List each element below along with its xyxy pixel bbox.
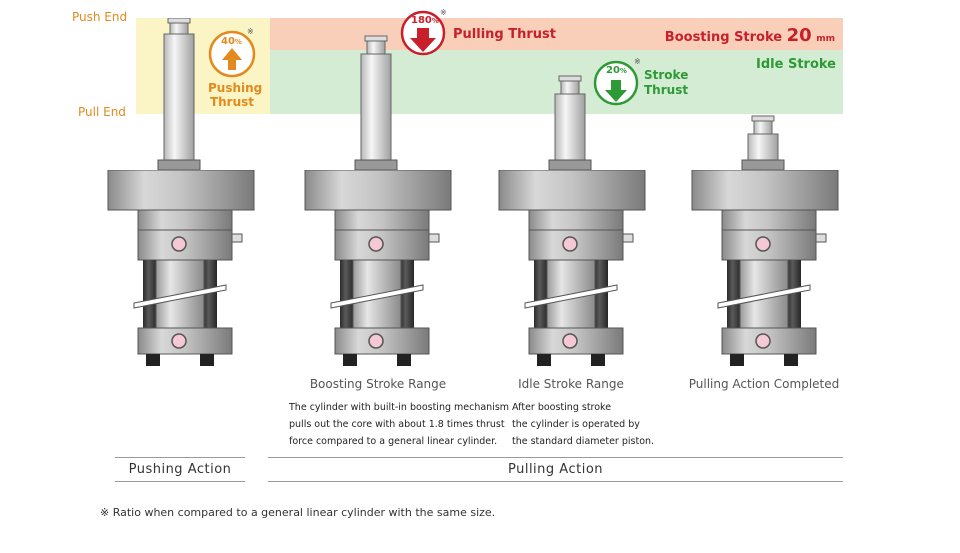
caption-boosting-stroke-range: Boosting Stroke Range xyxy=(309,377,447,391)
footnote: ※ Ratio when compared to a general linea… xyxy=(100,506,496,519)
stroke-thrust-label: Stroke Thrust xyxy=(644,68,689,97)
cylinder-completed xyxy=(691,115,839,367)
pushing-action-bottom-rule xyxy=(115,481,245,482)
description-line: force compared to a general linear cylin… xyxy=(289,436,498,447)
cylinder-pushing xyxy=(107,18,255,367)
pulling-thrust-label: Pulling Thrust xyxy=(453,27,556,42)
pulling-thrust-pct: 180% xyxy=(411,15,439,26)
idle-stroke-label: Idle Stroke xyxy=(756,57,836,72)
push-end-label: Push End xyxy=(72,10,128,24)
pushing-action-label: Pushing Action xyxy=(128,462,232,477)
caption-pulling-action-completed: Pulling Action Completed xyxy=(688,377,840,391)
pulling-action-top-rule xyxy=(268,457,843,458)
description-line: pulls out the core with about 1.8 times … xyxy=(289,419,505,430)
boosting-stroke-label: Boosting Stroke 20 mm xyxy=(664,25,835,46)
description-line: After boosting stroke xyxy=(512,402,612,413)
stroke-thrust-badge xyxy=(593,60,639,106)
cylinder-idle xyxy=(498,75,646,367)
description-boosting: The cylinder with built-in boosting mech… xyxy=(289,399,509,450)
description-idle: After boosting stroke the cylinder is op… xyxy=(512,399,654,450)
stroke-thrust-pct: 20% xyxy=(606,65,627,76)
pull-end-label: Pull End xyxy=(78,105,126,119)
description-line: the standard diameter piston. xyxy=(512,436,655,447)
pushing-thrust-pct: 40% xyxy=(221,36,242,47)
description-line: the cylinder is operated by xyxy=(512,419,640,430)
boosting-stroke-unit: mm xyxy=(816,34,835,44)
pulling-action-bottom-rule xyxy=(268,481,843,482)
boosting-stroke-value: 20 xyxy=(786,25,812,46)
caption-idle-stroke-range: Idle Stroke Range xyxy=(518,377,624,391)
pushing-thrust-badge xyxy=(208,30,256,78)
pushing-thrust-asterisk: ※ xyxy=(247,27,254,36)
pushing-thrust-label: Pushing Thrust xyxy=(208,81,263,109)
pushing-action-top-rule xyxy=(115,457,245,458)
boosting-stroke-band xyxy=(270,18,843,50)
cylinder-boosting xyxy=(304,35,452,367)
description-line: The cylinder with built-in boosting mech… xyxy=(289,402,510,413)
pulling-action-label: Pulling Action xyxy=(507,462,604,477)
pulling-thrust-badge xyxy=(400,10,446,56)
pulling-thrust-asterisk: ※ xyxy=(440,8,447,17)
stroke-thrust-asterisk: ※ xyxy=(634,57,641,66)
